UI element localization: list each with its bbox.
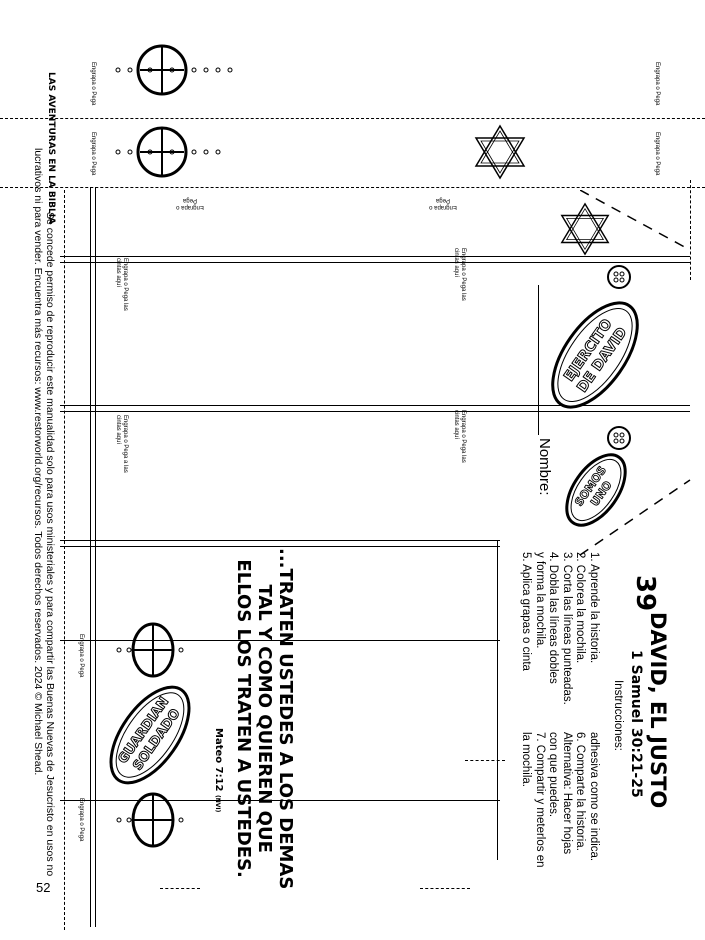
badge-guardian-soldado: GUARDIAN SOLDADO [109, 685, 191, 785]
fold-line-h1 [60, 256, 690, 257]
fold-line-left-inner [95, 187, 96, 927]
glue-label-strips: Engrapa o Pega las cintas aquí [453, 248, 466, 301]
lesson-number: 39 [630, 575, 660, 612]
flap-outline [580, 190, 691, 556]
fold-line-h5 [60, 800, 500, 801]
cut-line-h8 [465, 760, 505, 761]
glue-label: Engrapa o Pega [654, 62, 660, 106]
star-of-david-icon [474, 124, 526, 180]
fold-line-h4 [60, 640, 500, 641]
glue-label: Engrapa o Pega [176, 197, 204, 210]
cut-line-top-1 [0, 118, 705, 119]
star-of-david-icon [560, 202, 610, 256]
cut-line-top-2 [0, 187, 705, 188]
glue-label: Engrapa o Pega [90, 62, 96, 106]
page-number: 52 [36, 880, 51, 895]
series-title: LAS AVENTURAS EN LA BIBLIA [46, 72, 56, 225]
instructions-col2: adhesiva como se indica. 6. Comparte la … [520, 732, 601, 868]
snap-closure-top-1 [115, 44, 233, 96]
snap-closure-bottom-1 [116, 622, 184, 678]
glue-label-strips: Engrapa o Pega a las cintas aquí [115, 415, 128, 473]
name-label: Nombre: [536, 438, 553, 496]
glue-label: Engrapa o Pega [654, 132, 660, 176]
button-icon [607, 265, 631, 289]
verse-reference: Mateo 7:12 (NVI) [213, 728, 224, 813]
fold-line-h1b [60, 262, 690, 263]
name-line[interactable] [538, 285, 539, 435]
fold-line-h2b [60, 411, 690, 412]
glue-label: Engrapa o Pega [78, 798, 84, 842]
fold-line-left-outer [90, 187, 91, 927]
glue-label-strips: Engrapa o Pega las cintas aquí [453, 410, 466, 463]
snap-closure-bottom-2 [116, 792, 184, 848]
glue-label-strips: Engrapa o Pega las cintas aquí [115, 258, 128, 311]
button-icon [607, 426, 631, 450]
cut-line-v-right [690, 180, 691, 280]
fold-line-v-mid [497, 540, 498, 860]
verse-text: ...TRATEN USTEDES A LOS DEMAS TAL Y COMO… [233, 548, 296, 890]
fold-line-h2 [60, 405, 690, 406]
glue-label: Engrapa o Pega [78, 634, 84, 678]
glue-label: Engrapa o Pega [90, 132, 96, 176]
badge-somos-uno: SOMOS UNO [565, 453, 627, 527]
lesson-title: DAVID, EL JUSTO [646, 612, 670, 809]
cut-line-h6 [160, 888, 200, 889]
fold-line-h3 [60, 540, 500, 541]
cut-line-h7 [420, 888, 470, 889]
copyright-line-1: Se concede permiso de reproducir este ma… [44, 212, 56, 877]
lesson-reference: 1 Samuel 30:21-25 [628, 650, 644, 798]
snap-closure-top-2 [115, 126, 221, 178]
copyright-line-2: lucrativos ni para vender. Encuentra más… [32, 148, 44, 776]
instructions-col1: 1. Aprende la historia. 2. Colorea la mo… [520, 552, 601, 705]
fold-line-h3b [60, 546, 500, 547]
badge-ejercito-de-david: EJERCITO DE DAVID [551, 301, 639, 409]
instructions-heading: Instrucciones: [612, 680, 624, 751]
cut-line-left-edge [64, 190, 65, 930]
glue-label: Engrapa o Pega [429, 197, 457, 210]
